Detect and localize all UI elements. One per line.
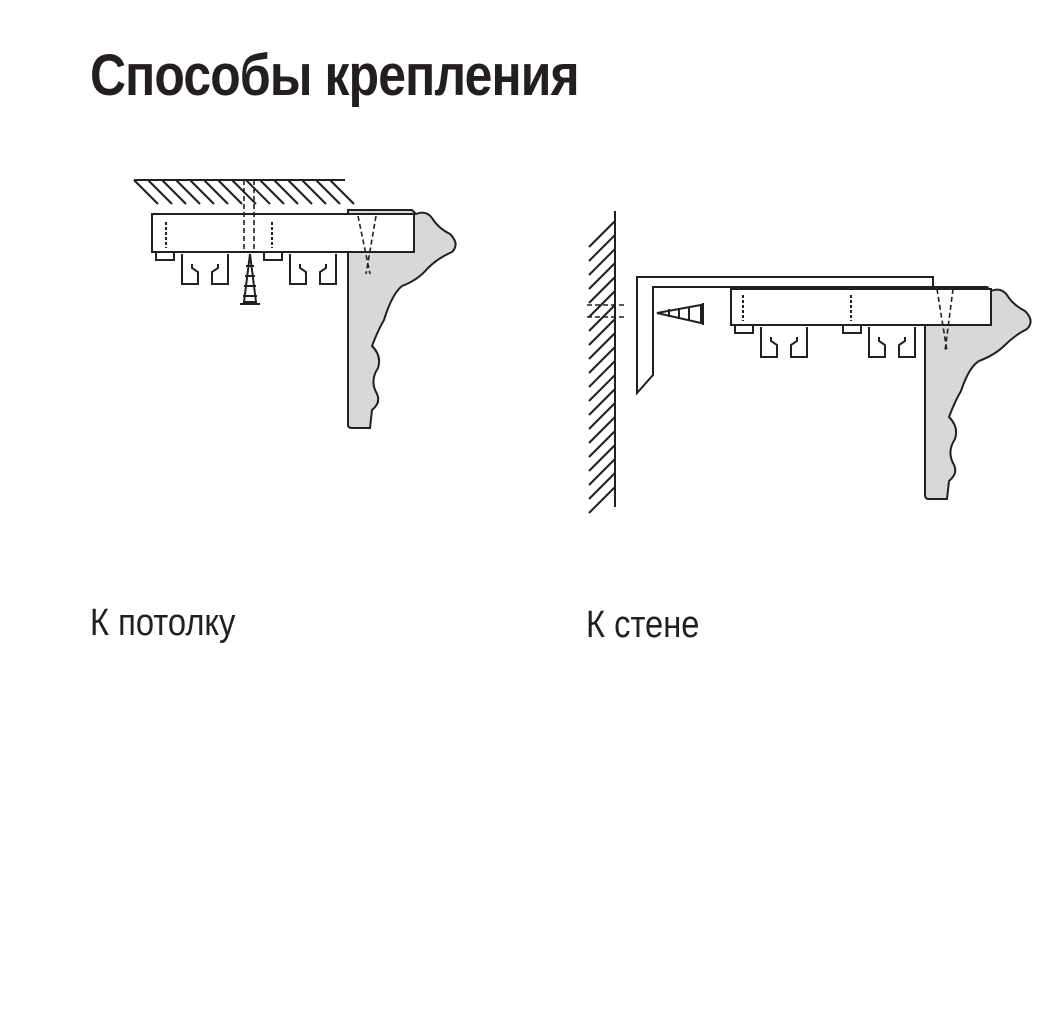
cornice-rail [151, 213, 415, 253]
wall-mount-diagram [575, 205, 1045, 515]
hatch-line [147, 179, 173, 205]
hatch-line [161, 179, 187, 205]
hatch-line [189, 179, 215, 205]
wall-hatch [588, 211, 616, 514]
hatch-line [203, 179, 229, 205]
hatch-line [259, 179, 285, 205]
hatch-line [329, 179, 355, 205]
hatch-line [175, 179, 201, 205]
hatch-line [315, 179, 341, 205]
hatch-line [273, 179, 299, 205]
hatch-line [217, 179, 243, 205]
hatch-line [588, 374, 616, 402]
hatch-line [588, 346, 616, 374]
hatch-line [588, 388, 616, 416]
hatch-line [588, 234, 616, 262]
hatch-line [133, 179, 159, 205]
hatch-line [588, 248, 616, 276]
caption-wall-mount: К стене [586, 604, 700, 646]
ceiling-mount-diagram [120, 170, 480, 450]
hatch-line [301, 179, 327, 205]
molding-shape [924, 286, 1032, 500]
runner-track-left [155, 251, 229, 285]
hatch-line [287, 179, 313, 205]
page-title: Способы крепления [90, 43, 580, 108]
hatch-line [588, 430, 616, 458]
hatch-line [588, 304, 616, 332]
wall-mount-illustration [587, 211, 1032, 514]
hatch-line [588, 318, 616, 346]
hatch-line [588, 486, 616, 514]
rail-screw [742, 295, 852, 321]
hatch-line [588, 276, 616, 304]
runner-track-right [263, 251, 337, 285]
hatch-line [245, 179, 271, 205]
hatch-line [588, 332, 616, 360]
hatch-line [588, 262, 616, 290]
molding-shape [347, 209, 457, 429]
hatch-line [588, 360, 616, 388]
wall-bracket [636, 276, 934, 396]
ceiling-mount-illustration [133, 179, 457, 429]
hatch-line [588, 402, 616, 430]
caption-ceiling-mount: К потолку [90, 602, 236, 644]
screw-icon [656, 303, 704, 325]
ceiling-hatch [133, 179, 355, 205]
hatch-line [588, 458, 616, 486]
runner-track-left [734, 324, 808, 358]
rail-screw [165, 222, 273, 248]
hatch-line [588, 444, 616, 472]
runner-track-right [842, 324, 916, 358]
hatch-line [588, 290, 616, 318]
hatch-line [588, 472, 616, 500]
hatch-line [588, 416, 616, 444]
hatch-line [588, 220, 616, 248]
cornice-rail [730, 288, 992, 326]
screw-icon [240, 253, 260, 305]
